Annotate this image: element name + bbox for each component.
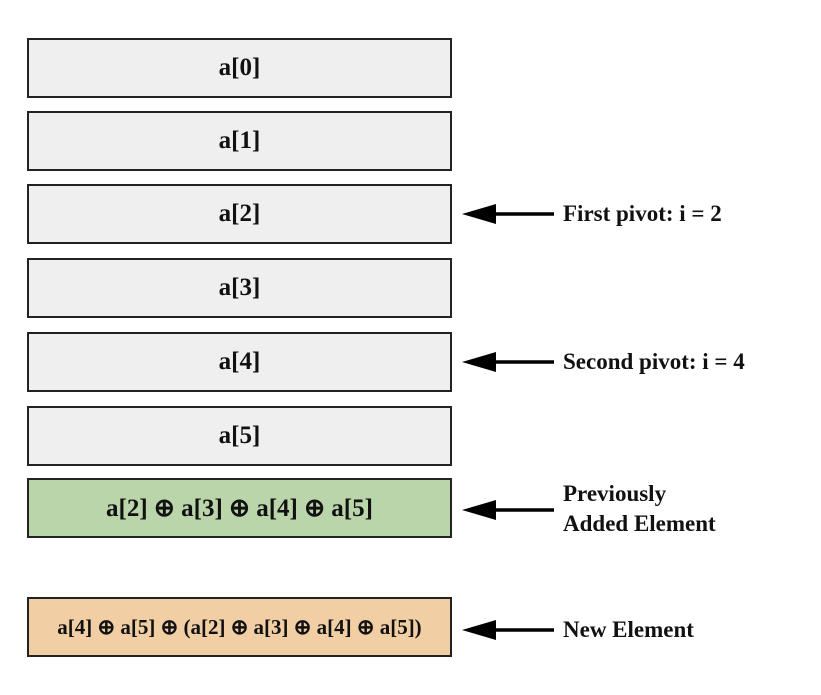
cell-a3-text: a[3]	[218, 274, 261, 301]
cell-a0: a[0]	[27, 38, 452, 98]
cell-a2: a[2]	[27, 184, 452, 244]
cell-a2-text: a[2]	[218, 200, 261, 227]
label-first-pivot: First pivot: i = 2	[563, 201, 722, 226]
cell-a0-text: a[0]	[218, 54, 261, 81]
label-new-element: New Element	[563, 617, 694, 642]
cell-a4-text: a[4]	[218, 348, 261, 375]
cell-a5-text: a[5]	[218, 422, 261, 449]
label-previously-line2: Added Element	[563, 511, 716, 536]
arrow-second-pivot	[462, 352, 554, 372]
cell-new-element: a[4] ⊕ a[5] ⊕ (a[2] ⊕ a[3] ⊕ a[4] ⊕ a[5]…	[27, 597, 452, 657]
cell-previously-added-text: a[2] ⊕ a[3] ⊕ a[4] ⊕ a[5]	[106, 495, 373, 522]
cell-a3: a[3]	[27, 258, 452, 318]
arrow-new-element	[462, 620, 554, 640]
arrow-previously-added	[462, 500, 554, 520]
cell-a4: a[4]	[27, 332, 452, 392]
label-previously-line1: Previously	[563, 481, 667, 506]
cell-new-element-text: a[4] ⊕ a[5] ⊕ (a[2] ⊕ a[3] ⊕ a[4] ⊕ a[5]…	[57, 614, 422, 639]
cell-a1-text: a[1]	[218, 127, 261, 154]
arrow-first-pivot	[462, 204, 554, 224]
cell-previously-added: a[2] ⊕ a[3] ⊕ a[4] ⊕ a[5]	[27, 478, 452, 538]
label-second-pivot: Second pivot: i = 4	[563, 349, 745, 374]
cell-a1: a[1]	[27, 111, 452, 171]
cell-a5: a[5]	[27, 406, 452, 466]
